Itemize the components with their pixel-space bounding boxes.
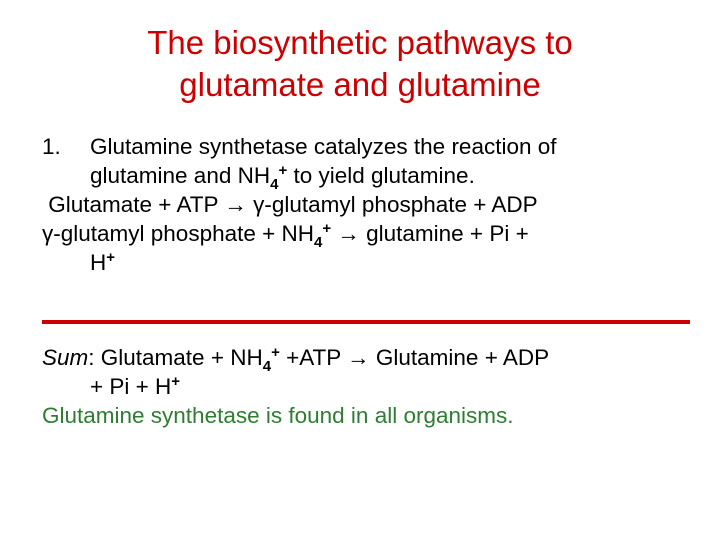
item-1-number: 1.: [42, 134, 61, 159]
sum-continuation: + Pi + H+: [42, 372, 702, 401]
equation-2-subscript: 4: [314, 234, 323, 251]
item-1-text-b-2: to yield glutamine.: [287, 163, 475, 188]
sum-superscript: +: [271, 344, 280, 361]
slide-body: 1. Glutamine synthetase catalyzes the rea…: [42, 132, 702, 277]
equation-2-cont-superscript: +: [106, 249, 116, 266]
equation-2-superscript: +: [322, 220, 332, 237]
equation-1: Glutamate + ATP → γ-glutamyl phosphate +…: [42, 192, 538, 217]
item-1-line-a: 1. Glutamine synthetase catalyzes the rea…: [42, 132, 702, 161]
item-1-text-a: Glutamine synthetase catalyzes the react…: [90, 134, 557, 159]
ammonium-subscript: 4: [270, 176, 279, 193]
equation-2: γ-glutamyl phosphate + NH4+ → glutamine …: [42, 219, 702, 251]
item-1-text-b-1: glutamine and NH: [90, 163, 271, 188]
item-1-line-b: glutamine and NH4+ to yield glutamine.: [42, 161, 702, 193]
sum-cont: + Pi + H: [90, 374, 172, 399]
sum-block: Sum: Glutamate + NH4+ +ATP → Glutamine +…: [42, 343, 702, 430]
organism-note: Glutamine synthetase is found in all org…: [42, 403, 514, 428]
sum-subscript: 4: [262, 358, 272, 375]
slide-title: The biosynthetic pathways to glutamate a…: [0, 22, 720, 106]
sum-label: Sum: [42, 345, 89, 370]
sum-cont-superscript: +: [171, 373, 181, 390]
ammonium-superscript: +: [278, 162, 288, 179]
divider-rule: [42, 320, 690, 324]
sum-line: Sum: Glutamate + NH4+ +ATP → Glutamine +…: [42, 343, 702, 375]
equation-2-continuation: H+: [42, 248, 702, 277]
sum-part-2: +ATP → Glutamine + ADP: [279, 345, 550, 370]
title-line-2: glutamate and glutamine: [179, 66, 541, 103]
title-line-1: The biosynthetic pathways to: [147, 24, 573, 61]
sum-part-1: : Glutamate + NH: [88, 345, 263, 370]
equation-2-part-1: γ-glutamyl phosphate + NH: [42, 221, 315, 246]
equation-2-cont: H: [90, 250, 107, 275]
equation-2-part-2: → glutamine + Pi +: [331, 221, 529, 246]
